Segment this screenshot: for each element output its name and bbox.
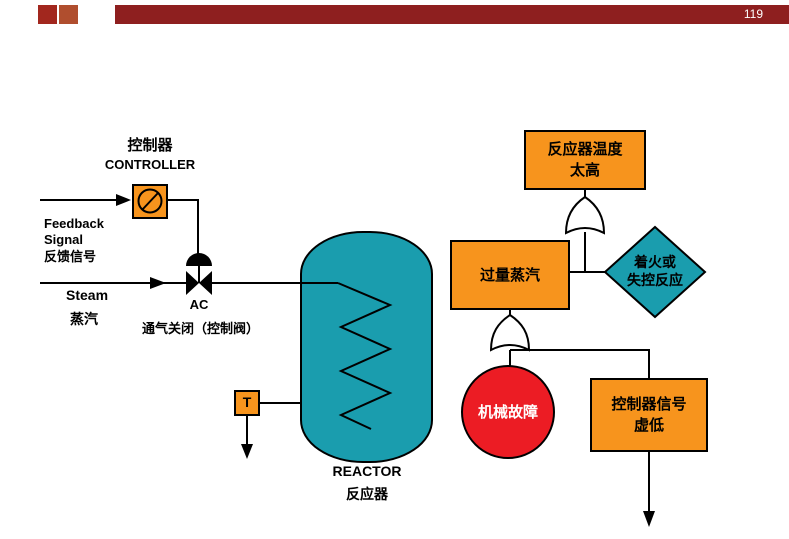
top-event-box: 反应器温度 太高 bbox=[524, 130, 646, 190]
page-number: 119 bbox=[743, 7, 763, 21]
valve-body-right-icon bbox=[199, 271, 212, 295]
mechanical-failure-label: 机械故障 bbox=[477, 404, 538, 421]
controller-dial-needle bbox=[141, 192, 159, 211]
gate2-branch-line bbox=[510, 349, 650, 378]
feedback-signal-label: Feedback Signal bbox=[44, 216, 104, 248]
temperature-sensor: T bbox=[234, 390, 260, 416]
or-gate-2-icon bbox=[489, 313, 531, 352]
feedback-arrowhead-icon bbox=[116, 194, 131, 206]
controller-label-en: CONTROLLER bbox=[104, 157, 196, 172]
valve-body-left-icon bbox=[186, 271, 199, 295]
header-bar bbox=[115, 5, 789, 24]
valve-actuator-icon bbox=[186, 253, 212, 266]
feedback-signal-label-cn: 反馈信号 bbox=[44, 249, 97, 264]
controller-to-valve-line bbox=[167, 199, 199, 254]
header-square-1 bbox=[38, 5, 57, 24]
excess-steam-box: 过量蒸汽 bbox=[450, 240, 570, 310]
reactor-label-en: REACTOR bbox=[332, 463, 402, 479]
controller-signal-box: 控制器信号 虚低 bbox=[590, 378, 708, 452]
mechanical-failure-circle bbox=[461, 365, 555, 459]
steam-arrowhead-icon bbox=[150, 277, 166, 289]
excess-steam-label: 过量蒸汽 bbox=[479, 266, 540, 284]
valve-label: AC bbox=[189, 297, 209, 312]
sensor-arrowhead-icon bbox=[241, 444, 253, 459]
or-gate-1-icon bbox=[564, 195, 606, 235]
controller-label-cn: 控制器 bbox=[127, 137, 173, 154]
fire-runaway-diamond bbox=[603, 225, 707, 319]
fire-runaway-label: 着火或 失控反应 bbox=[627, 254, 683, 289]
continuation-arrowhead-icon bbox=[643, 511, 655, 527]
temperature-sensor-label: T bbox=[242, 394, 252, 411]
header-square-2 bbox=[59, 5, 78, 24]
valve-description: 通气关闭（控制阀） bbox=[142, 321, 260, 336]
controller-signal-label: 控制器信号 虚低 bbox=[611, 396, 687, 434]
reactor-label-cn: 反应器 bbox=[346, 486, 388, 502]
steam-label-cn: 蒸汽 bbox=[70, 311, 98, 327]
reactor-vessel bbox=[300, 231, 433, 463]
steam-label: Steam bbox=[66, 287, 109, 303]
top-event-label: 反应器温度 太高 bbox=[547, 141, 623, 179]
heating-coil bbox=[337, 282, 393, 430]
